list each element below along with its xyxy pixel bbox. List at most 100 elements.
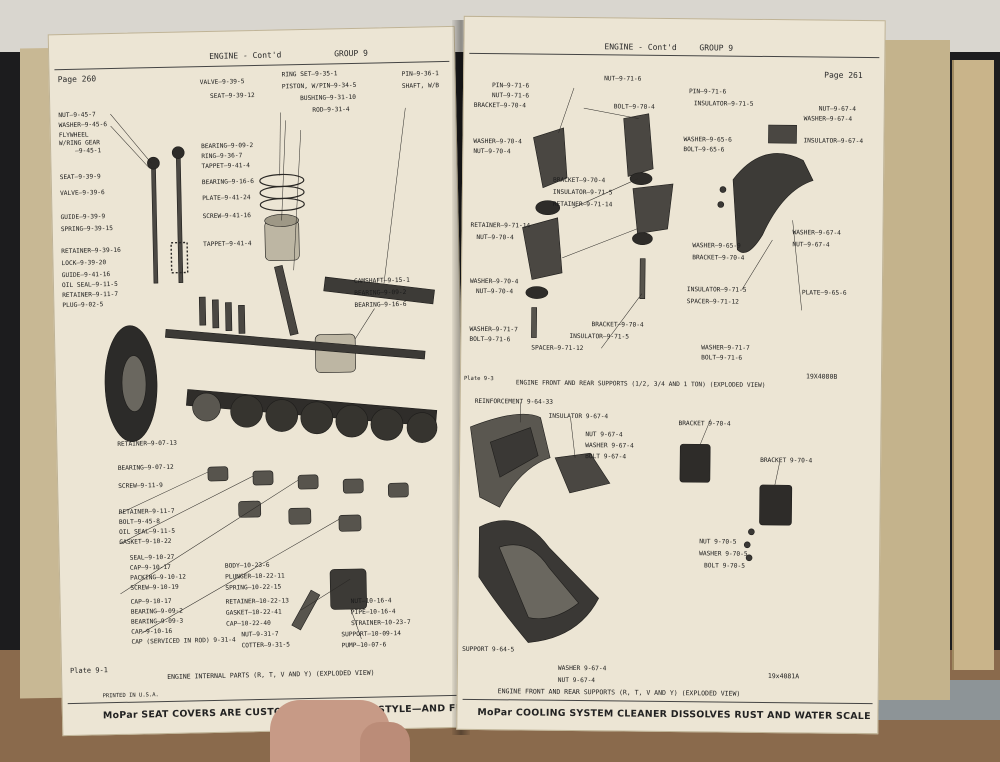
part-label: BRACKET—9-70-4 [473,101,527,110]
part-label: BOLT—9-71-6 [701,354,743,362]
part-label: SCREW—9-11-9 [118,482,163,490]
part-label: PACKING—9-10-12 [130,573,187,582]
part-label: NUT—10-16-4 [350,597,392,606]
part-label: CAP—9-10-17 [129,563,171,572]
part-label: PLATE—9-41-24 [202,194,251,203]
part-label: WASHER—9-45-6 [58,121,108,130]
part-label: INSULATOR—9-71-5 [693,100,754,108]
part-label: NUT 9-70-5 [699,538,737,546]
part-label: VALVE—9-39-5 [199,78,245,87]
part-label: RETAINER—9-71-14 [552,200,613,209]
part-label: RETAINER—9-71-14 [470,221,531,230]
part-label: NUT—9-67-4 [818,105,857,113]
part-label: RETAINER—10-22-13 [225,597,290,606]
supports-top-illustration [522,87,814,349]
part-label: CAP—9-10-16 [131,627,173,636]
footer-rule [462,698,873,705]
part-label: —9-45-1 [75,147,102,155]
part-label: RETAINER—9-07-13 [117,439,177,448]
left-page-header: ENGINE - Cont'd [209,50,282,61]
part-label: BOLT—9-45-8 [118,518,160,526]
book-spine-tape [952,60,994,670]
part-label: WASHER—9-67-4 [792,229,841,237]
part-label: GUIDE—9-41-16 [61,271,111,280]
part-label: NUT 9-67-4 [557,676,596,685]
printed-note: PRINTED IN U.S.A. [102,692,159,700]
part-label: NUT—9-71-6 [604,75,642,83]
part-label: ROD—9-31-4 [312,106,350,114]
part-label: REINFORCEMENT 9-64-33 [474,397,553,406]
part-label: WASHER—9-71-7 [701,344,750,352]
left-page: Page 260 ENGINE - Cont'd GROUP 9 [47,25,470,737]
part-label: NUT—9-45-7 [58,111,96,120]
footer-ad: MoPar COOLING SYSTEM CLEANER DISSOLVES R… [477,706,871,723]
part-label: BOLT—9-71-6 [469,335,511,344]
part-label: BRACKET 9-70-4 [678,420,731,428]
part-label: PIN—9-71-6 [491,82,530,90]
part-label: LOCK—9-39-20 [61,259,107,268]
plate-id: 19x4081A [767,672,800,681]
part-label: VALVE—9-39-6 [59,189,105,198]
part-label: WASHER 9-70-5 [699,550,748,558]
part-label: WASHER 9-67-4 [557,664,607,673]
part-label: RETAINER—9-39-16 [61,246,121,256]
right-page: ENGINE - Cont'd GROUP 9 Page 261 [456,15,886,735]
part-label: BUSHING—9-31-10 [300,93,357,103]
part-label: TAPPET—9-41-4 [203,240,252,249]
part-label: NUT 9-67-4 [585,431,623,439]
part-label: SPACER—9-71-12 [686,298,739,306]
engine-exploded-illustration [104,107,438,639]
part-label: NUT—9-31-7 [241,630,279,639]
part-label: INSULATOR—9-67-4 [803,137,864,145]
right-page-header: ENGINE - Cont'd [604,42,677,53]
figure-caption: ENGINE FRONT AND REAR SUPPORTS (1/2, 3/4… [515,379,766,389]
part-label: INSULATOR 9-67-4 [548,412,609,421]
part-label: PLUNGER—10-22-11 [225,572,285,581]
part-label: COTTER—9-31-5 [241,641,291,650]
part-label: BEARING—9-09-2 [201,142,254,151]
part-label: SPRING—9-39-15 [60,225,114,234]
part-label: BRACKET 9-70-4 [760,456,813,465]
part-label: OIL SEAL—9-11-5 [119,527,176,536]
part-label: SPRING—10-22-15 [225,583,282,592]
part-label: WASHER—9-70-4 [473,137,522,146]
left-page-group: GROUP 9 [334,48,368,59]
part-label: BOLT—9-65-6 [683,146,725,154]
part-label: GUIDE—9-39-9 [60,213,106,222]
plate-label: Plate 9-1 [69,666,109,676]
right-page-group: GROUP 9 [699,43,734,53]
part-label: PIPE—10-16-4 [350,608,396,617]
part-label: SCREW—9-41-16 [202,212,252,221]
part-label: CAP—9-10-17 [130,597,172,606]
part-label: RING SET—9-35-1 [281,70,338,79]
part-label: BOLT 9-67-4 [585,453,627,461]
part-label: RETAINER—9-11-7 [62,290,119,300]
part-label: BODY—10-23-6 [224,561,270,570]
part-label: SUPPORT—10-09-14 [341,630,402,639]
part-label: WASHER—9-65-6 [683,136,732,144]
figure-caption: ENGINE FRONT AND REAR SUPPORTS (R, T, V … [497,687,741,698]
part-label: PIN—9-71-6 [688,88,727,96]
supports-bottom-illustration [470,402,793,643]
part-label: NUT—9-70-4 [476,233,514,242]
part-label: WASHER—9-71-7 [469,325,518,334]
part-label: W/RING GEAR [58,139,101,148]
part-label: PLATE—9-65-6 [801,289,847,297]
plate-label: Plate 9-3 [463,375,494,383]
part-label: BEARING—9-16-6 [354,300,407,309]
part-label: RETAINER—9-11-7 [118,507,175,516]
part-label: PIN—9-36-1 [401,70,439,78]
part-label: WASHER—9-67-4 [803,115,853,123]
part-label: PLUG—9-02-5 [62,301,104,310]
part-label: GASKET—10-22-41 [225,608,282,617]
part-label: NUT—9-70-4 [475,287,514,296]
part-label: BOLT—9-70-4 [613,103,655,111]
part-label: TAPPET—9-41-4 [201,162,250,171]
hand-finger [360,722,410,762]
part-label: INSULATOR—9-71-5 [686,286,747,294]
part-label: BEARING—9-16-6 [201,178,255,187]
part-label: INSULATOR—9-71-5 [569,332,630,341]
part-label: NUT—9-67-4 [792,241,830,249]
part-label: OIL SEAL—9-11-5 [61,280,118,290]
